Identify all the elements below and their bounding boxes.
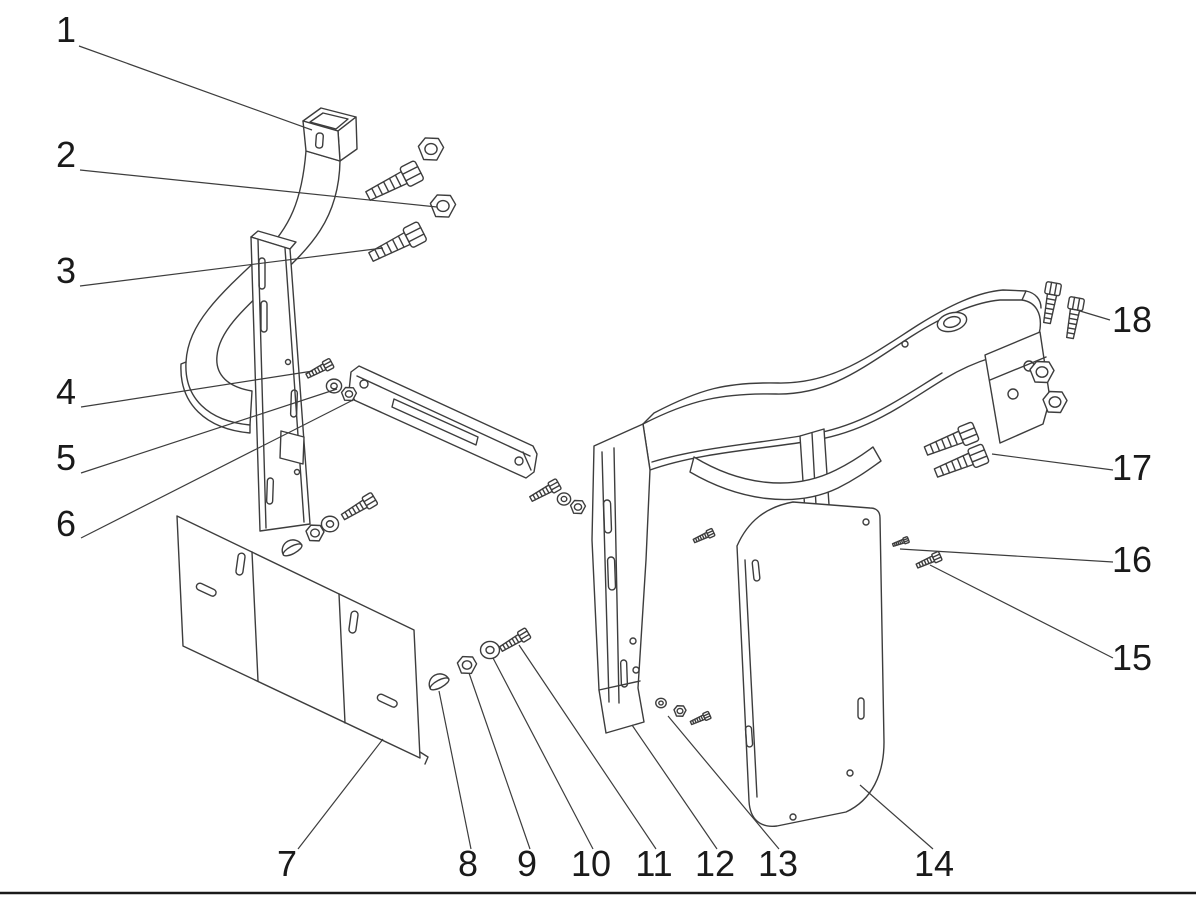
leader-line-3: [80, 248, 383, 286]
hex-nut: [456, 656, 478, 674]
washer: [655, 697, 667, 709]
leader-line-1: [79, 46, 312, 130]
hex-nut: [429, 194, 457, 218]
leader-line-13: [668, 716, 779, 849]
washer: [320, 515, 340, 533]
leader-line-17: [992, 454, 1113, 470]
hex-bolt: [914, 550, 943, 571]
hex-bolt: [362, 159, 426, 207]
drawing-layer: [177, 108, 1086, 826]
hex-nut: [417, 137, 445, 161]
callout-number-11: 11: [635, 843, 672, 884]
leader-line-12: [632, 725, 717, 849]
callout-number-1: 1: [56, 9, 76, 50]
hex-nut: [305, 524, 325, 542]
washer: [325, 378, 343, 394]
leader-line-4: [81, 371, 313, 407]
callout-number-9: 9: [517, 843, 537, 884]
hex-bolt: [527, 478, 562, 505]
callout-number-16: 16: [1112, 539, 1152, 580]
leader-line-6: [81, 399, 355, 538]
hex-bolt: [1061, 295, 1086, 340]
part-support-rail: [349, 366, 537, 478]
callout-number-5: 5: [56, 437, 76, 478]
leader-line-8: [439, 691, 471, 849]
part-vertical-channel-bracket: [251, 231, 310, 531]
washer: [479, 640, 501, 660]
callout-number-12: 12: [695, 843, 735, 884]
callout-number-8: 8: [458, 843, 478, 884]
callout-number-14: 14: [914, 843, 954, 884]
callout-leader-lines: [79, 46, 1113, 849]
callout-number-10: 10: [571, 843, 611, 884]
hex-bolt: [692, 528, 716, 545]
leader-line-10: [493, 658, 593, 849]
hex-bolt: [497, 627, 532, 655]
callout-number-2: 2: [56, 134, 76, 175]
hex-nut: [1042, 390, 1068, 414]
callout-number-18: 18: [1112, 299, 1152, 340]
leader-line-16: [900, 549, 1113, 562]
hex-bolt: [304, 357, 335, 381]
callout-number-17: 17: [1112, 447, 1152, 488]
leader-line-14: [860, 785, 933, 849]
dome-cap: [277, 535, 305, 559]
hex-bolt: [365, 220, 429, 268]
hex-nut: [673, 705, 687, 717]
callout-number-6: 6: [56, 503, 76, 544]
leader-line-15: [930, 565, 1113, 658]
part-side-panel: [737, 502, 884, 826]
callout-number-15: 15: [1112, 637, 1152, 678]
hex-nut: [1029, 360, 1055, 384]
leader-line-11: [519, 645, 656, 849]
leader-line-5: [81, 389, 337, 473]
callout-number-4: 4: [56, 371, 76, 412]
leader-line-18: [1080, 311, 1110, 320]
hex-bolt: [1038, 280, 1063, 325]
hex-nut: [570, 500, 586, 514]
callout-number-3: 3: [56, 250, 76, 291]
leader-line-9: [469, 673, 530, 849]
leader-line-7: [298, 739, 383, 849]
part-main-frame-bracket: [592, 290, 1050, 733]
leader-line-2: [80, 170, 437, 207]
hex-bolt: [891, 536, 910, 549]
washer: [556, 492, 572, 506]
callout-number-7: 7: [277, 843, 297, 884]
dome-cap: [424, 669, 452, 693]
callout-number-13: 13: [758, 843, 798, 884]
hex-bolt: [338, 491, 379, 524]
hex-bolt: [689, 710, 712, 727]
part-mounting-plate: [177, 516, 428, 764]
hex-nut: [341, 387, 357, 401]
